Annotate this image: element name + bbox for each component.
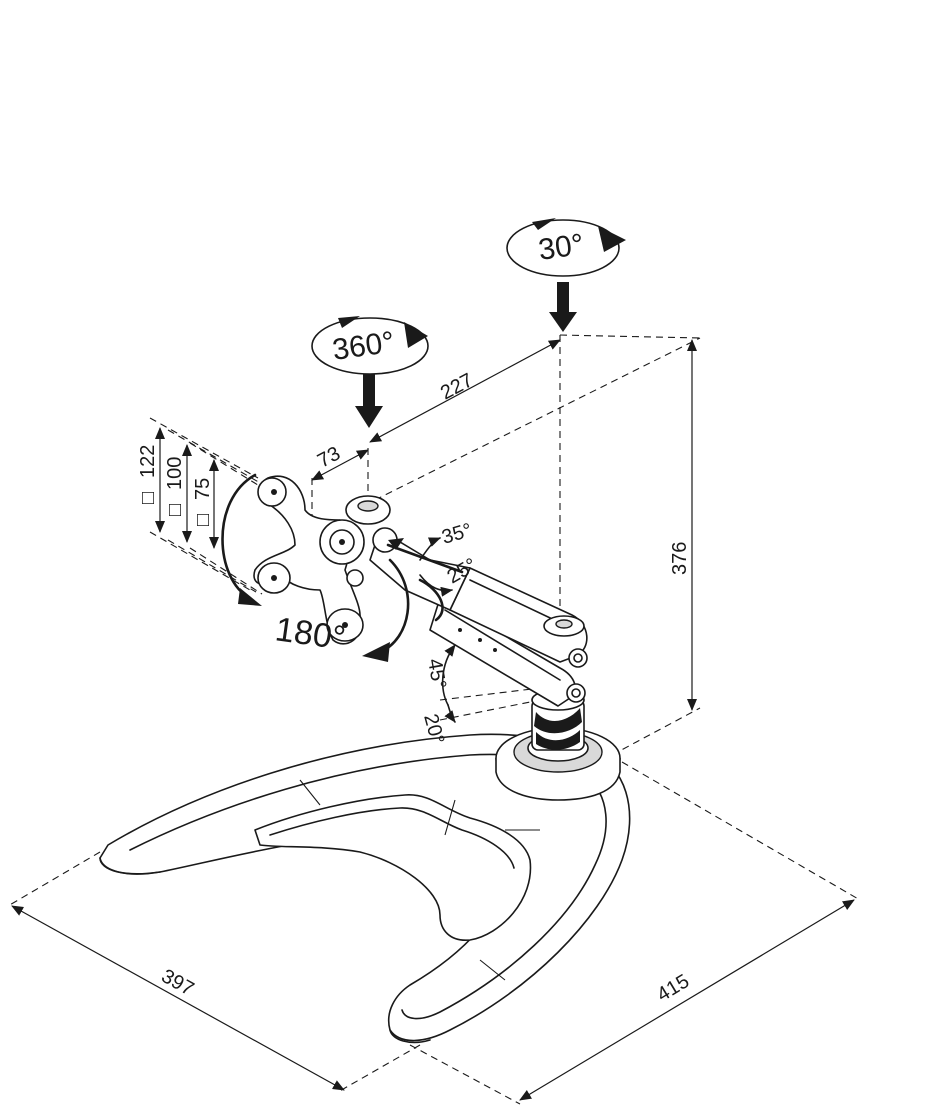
- label-tilt-up: 35°: [439, 519, 474, 548]
- dimension-lines: [11, 339, 855, 1101]
- gas-spring-arm: [429, 567, 588, 707]
- label-vesa-small: 75: [192, 478, 214, 500]
- label-arm-swivel: 30°: [536, 228, 586, 267]
- label-vesa-large-square: □: [137, 492, 159, 504]
- label-vesa-medium-square: □: [164, 504, 186, 516]
- label-height: 376: [669, 542, 691, 575]
- label-arm-reach: 227: [437, 369, 477, 404]
- label-head-offset: 73: [314, 443, 344, 473]
- arm-lift-arc: [441, 644, 456, 723]
- tilt-arrows: [386, 537, 464, 597]
- label-arm-lift: 45°: [423, 657, 450, 691]
- label-base-depth: 397: [158, 965, 198, 1000]
- portrait-rotation-arrow: [221, 473, 410, 662]
- arm-swivel-symbol: [506, 218, 626, 332]
- base-window: [254, 794, 532, 941]
- label-head-swivel: 360°: [330, 326, 396, 367]
- label-vesa-large: 122: [137, 445, 159, 478]
- stand-base: [99, 733, 631, 1044]
- base-window-bevel: [269, 807, 515, 869]
- label-vesa-medium: 100: [164, 457, 186, 490]
- label-base-width: 415: [653, 970, 693, 1006]
- label-vesa-small-square: □: [192, 514, 214, 526]
